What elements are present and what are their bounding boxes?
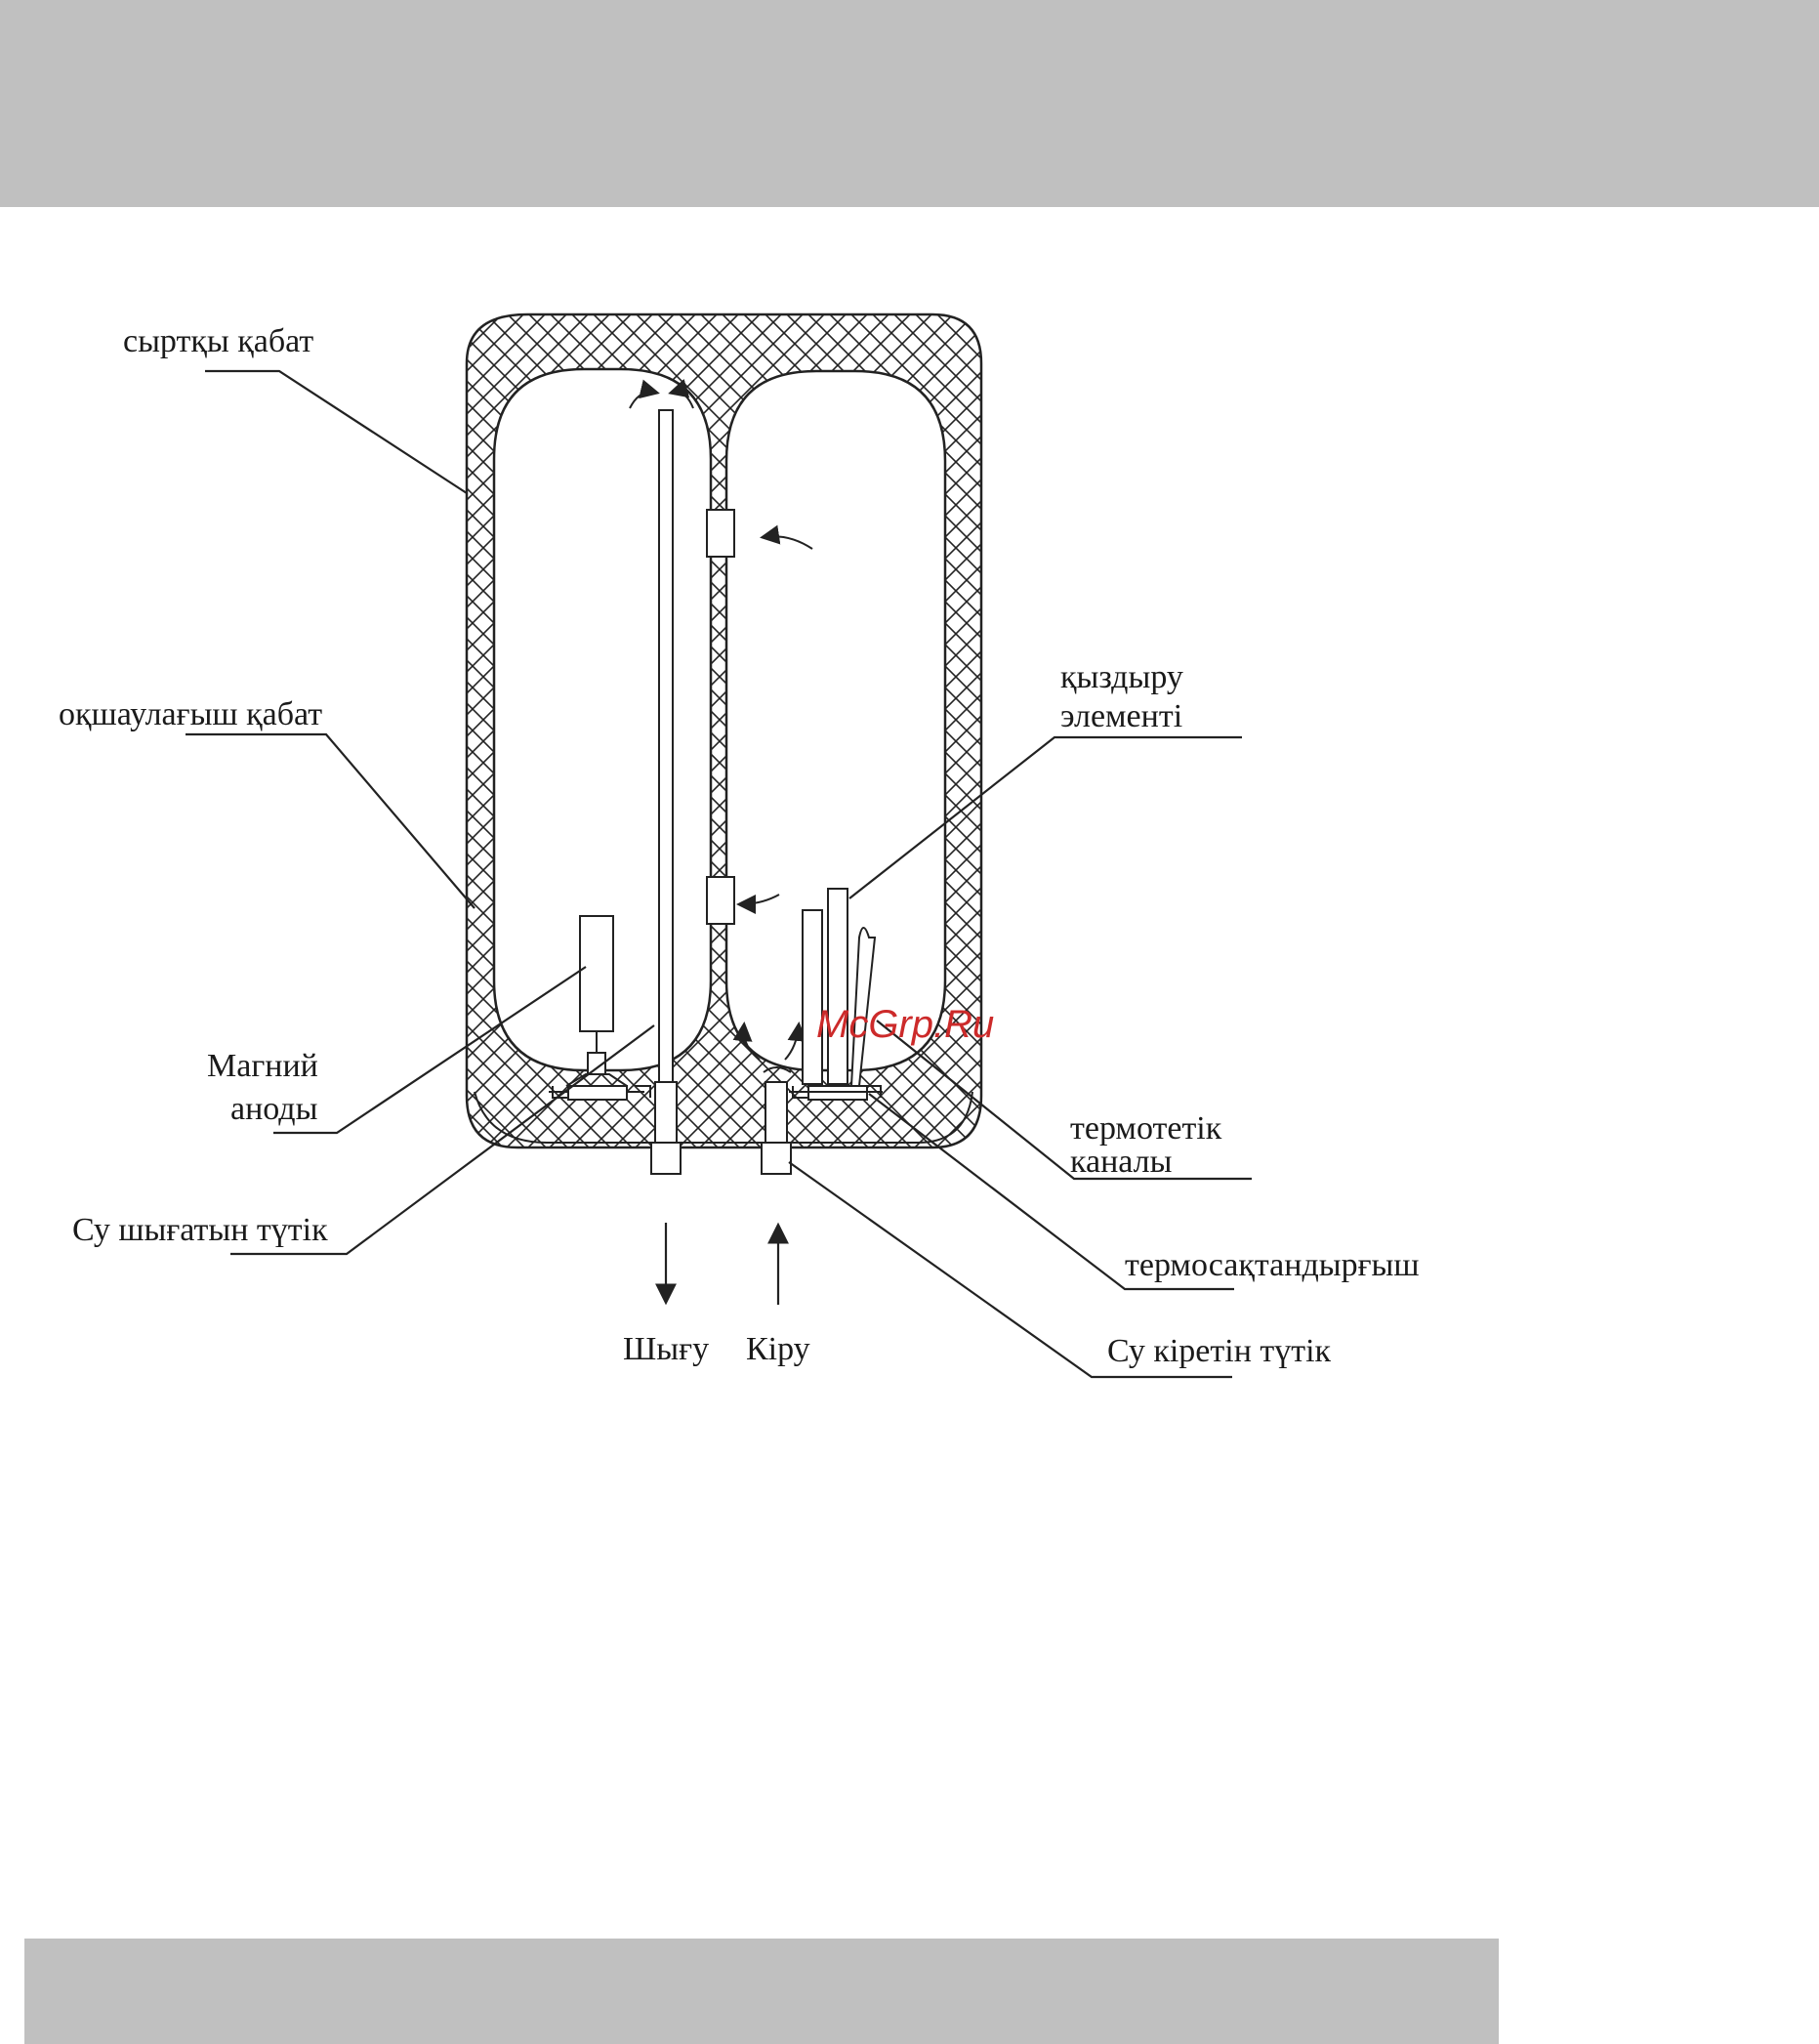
label-magnesium-anode-line1: Магний	[207, 1048, 318, 1084]
leader-heating-element	[849, 737, 1242, 898]
outlet-pipe-fitting	[651, 1143, 681, 1174]
outlet-pipe-lower	[655, 1082, 677, 1143]
inlet-pipe-fitting	[762, 1143, 791, 1174]
inlet-pipe	[765, 1082, 787, 1143]
anode-flange-block	[568, 1086, 627, 1100]
heating-element-short	[803, 910, 822, 1084]
watermark: McGrp.Ru	[816, 1003, 994, 1046]
label-thermal-fuse: термосақтандырғыш	[1125, 1247, 1420, 1283]
label-insulation-layer: оқшаулағыш қабат	[59, 696, 322, 732]
label-inlet: Кіру	[746, 1331, 810, 1367]
label-outlet-pipe: Су шығатын түтік	[72, 1212, 328, 1248]
divider-coupling-upper	[707, 510, 734, 557]
leader-outer-layer	[205, 371, 467, 493]
label-inlet-pipe: Су кіретін түтік	[1107, 1333, 1332, 1369]
label-outer-layer: сыртқы қабат	[123, 323, 313, 359]
leader-insulation-layer	[186, 734, 475, 908]
inlet-arrow-right	[785, 1025, 799, 1060]
label-heating-element-line1: қыздыру	[1060, 659, 1183, 695]
label-outlet: Шығу	[623, 1331, 709, 1367]
top-arrow-left	[630, 392, 656, 408]
label-thermostat-channel-line2: каналы	[1070, 1144, 1173, 1180]
divider-coupling-lower	[707, 877, 734, 924]
flow-arrow-lower	[740, 895, 779, 904]
label-thermostat-channel-line1: термотетік	[1070, 1110, 1222, 1147]
outlet-pipe	[659, 410, 673, 1084]
label-heating-element-line2: элементі	[1060, 698, 1182, 734]
label-magnesium-anode-line2: аноды	[230, 1091, 318, 1127]
heating-element-tall	[828, 889, 847, 1084]
flow-arrow-upper	[764, 536, 812, 549]
magnesium-anode	[580, 916, 613, 1031]
